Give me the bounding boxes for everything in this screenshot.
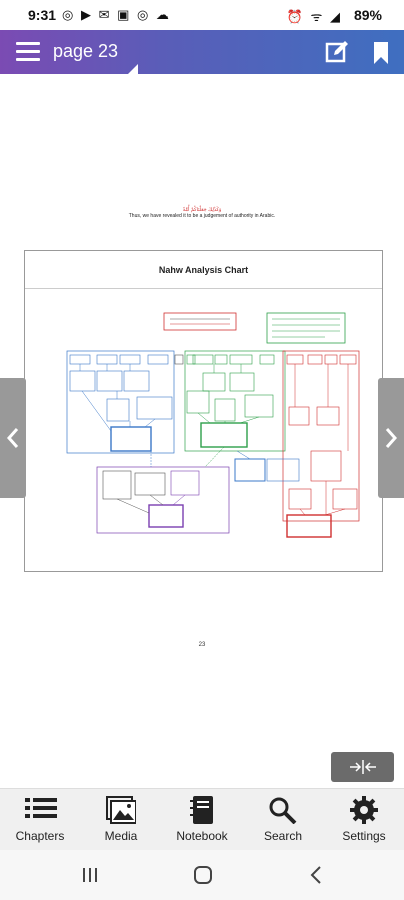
system-nav-bar (0, 850, 404, 900)
figure-title: Nahw Analysis Chart (158, 265, 249, 275)
fit-width-button[interactable] (331, 752, 394, 782)
battery-level: 89% (353, 7, 382, 23)
gear-icon (350, 796, 378, 824)
chevron-left-icon (6, 428, 19, 448)
list-icon (25, 798, 57, 818)
app-bar: page 23 (0, 30, 404, 74)
notebook-icon (190, 796, 213, 824)
menu-icon[interactable] (16, 42, 40, 62)
previous-page-button[interactable] (0, 378, 26, 498)
bookmark-icon[interactable] (372, 42, 390, 64)
nav-media-label: Media (104, 829, 138, 843)
recents-icon[interactable] (82, 867, 98, 883)
nav-notebook[interactable]: Notebook (162, 789, 242, 851)
nahw-chart-figure: Nahw Analysis Chart (24, 250, 383, 572)
next-page-button[interactable] (378, 378, 404, 498)
page-title: page 23 (53, 41, 119, 61)
nav-settings[interactable]: Settings (324, 789, 404, 851)
figure-title-bar (25, 251, 382, 289)
system-status-icons: ⏰ ᯤ ◢ (286, 9, 342, 24)
nav-media[interactable]: Media (81, 789, 161, 851)
app-bar-notch (128, 64, 138, 74)
arabic-caption: وَكَذَٰلِكَ جَعَلْنَاكُمْ أُمَّةً (182, 207, 222, 213)
bottom-nav: Chapters Media Notebook Search (0, 788, 404, 851)
fit-width-icon (349, 760, 376, 774)
edit-icon[interactable] (324, 39, 350, 65)
search-icon (269, 797, 297, 824)
home-icon[interactable] (193, 865, 213, 885)
chevron-right-icon (385, 428, 398, 448)
document-page[interactable]: وَكَذَٰلِكَ جَعَلْنَاكُمْ أُمَّةً Thus, … (0, 74, 404, 764)
status-time: 9:31 (28, 7, 57, 23)
page-number: 23 (198, 642, 206, 648)
notification-icons: ◎ ▶ ✉ ▣ ◎ ☁ (62, 7, 171, 22)
english-caption: Thus, we have revealed it to be a judgem… (128, 213, 276, 219)
nav-settings-label: Settings (342, 829, 386, 843)
image-icon (106, 796, 136, 824)
status-bar: 9:31 ◎ ▶ ✉ ▣ ◎ ☁ ⏰ ᯤ ◢ 89% (0, 0, 404, 30)
nav-chapters[interactable]: Chapters (0, 789, 80, 851)
nav-notebook-label: Notebook (176, 829, 228, 843)
back-icon[interactable] (310, 866, 322, 884)
nav-search-label: Search (263, 829, 303, 843)
nav-chapters-label: Chapters (15, 829, 65, 843)
flowchart-diagram (66, 312, 360, 538)
nav-search[interactable]: Search (243, 789, 323, 851)
